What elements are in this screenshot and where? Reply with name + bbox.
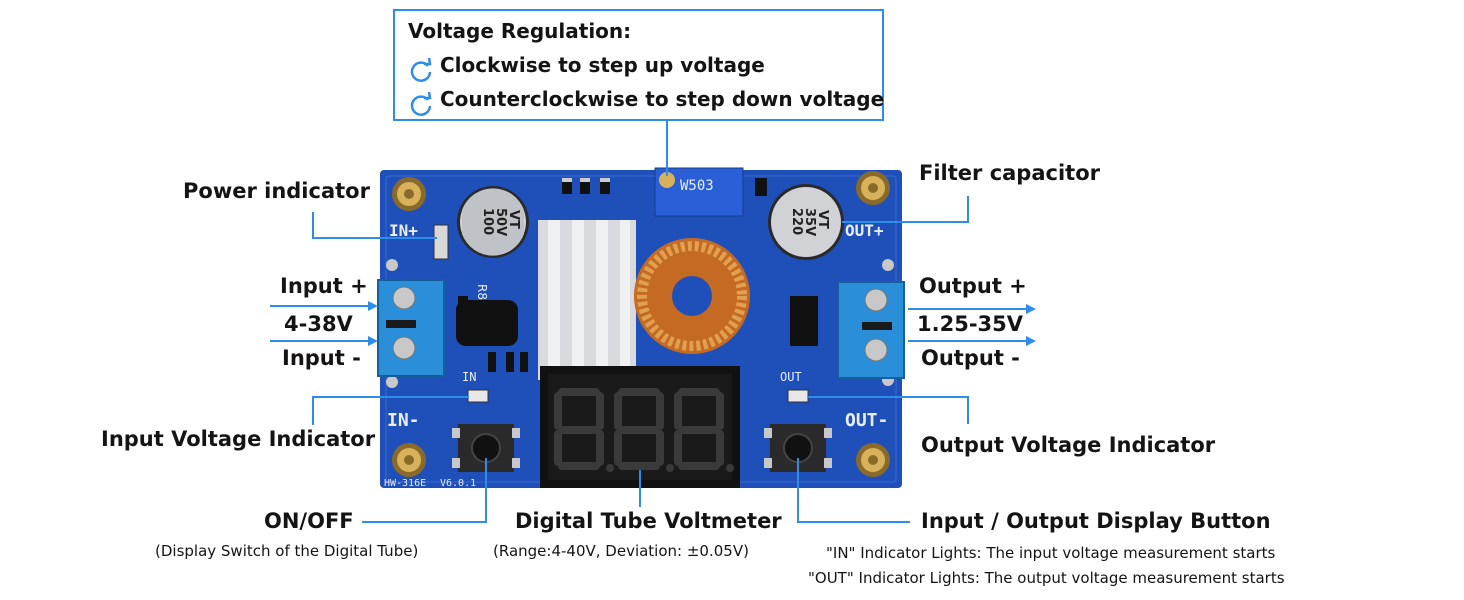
svg-text:HW-316E: HW-316E bbox=[384, 478, 426, 489]
label-input-range: 4-38V bbox=[284, 312, 353, 336]
svg-text:220: 220 bbox=[789, 208, 804, 235]
callout-title: Voltage Regulation: bbox=[408, 19, 632, 43]
callout-clockwise-text: Clockwise to step up voltage bbox=[440, 53, 765, 77]
brass-standoff bbox=[392, 177, 426, 211]
toroid-inductor bbox=[634, 238, 750, 354]
voltage-regulation-callout: Voltage Regulation: Clockwise to step up… bbox=[393, 9, 884, 121]
leader-input-voltage-indicator bbox=[312, 396, 469, 425]
svg-text:50V: 50V bbox=[493, 208, 508, 236]
svg-text:35V: 35V bbox=[802, 208, 817, 236]
svg-text:W503: W503 bbox=[680, 178, 714, 194]
leader-filter-capacitor bbox=[842, 196, 969, 223]
label-input-plus: Input + bbox=[280, 274, 368, 298]
svg-text:OUT: OUT bbox=[780, 370, 802, 384]
silk-in-minus: IN- bbox=[387, 410, 420, 431]
svg-text:VT: VT bbox=[815, 210, 830, 229]
leader-power-indicator bbox=[312, 212, 437, 239]
power-led bbox=[433, 224, 449, 260]
label-filter-capacitor: Filter capacitor bbox=[919, 161, 1100, 185]
on-off-button bbox=[452, 424, 520, 472]
label-input-minus: Input - bbox=[282, 346, 361, 370]
clockwise-arrow-icon bbox=[410, 57, 432, 82]
capacitor-right: 220 35V VT bbox=[768, 184, 844, 260]
silk-out-plus: OUT+ bbox=[845, 221, 884, 240]
brass-standoff bbox=[392, 443, 426, 477]
label-output-plus: Output + bbox=[919, 274, 1027, 298]
input-terminal-block bbox=[377, 279, 445, 377]
silk-out-minus: OUT- bbox=[845, 410, 888, 431]
svg-text:100: 100 bbox=[480, 208, 495, 235]
label-io-note-out: "OUT" Indicator Lights: The output volta… bbox=[808, 569, 1285, 587]
svg-text:V6.0.1: V6.0.1 bbox=[440, 478, 476, 489]
label-io-button: Input / Output Display Button bbox=[921, 509, 1271, 533]
svg-text:IN: IN bbox=[462, 370, 476, 384]
label-io-note-in: "IN" Indicator Lights: The input voltage… bbox=[826, 544, 1276, 562]
leader-io-button bbox=[797, 458, 910, 523]
display-digits bbox=[554, 388, 724, 470]
label-output-minus: Output - bbox=[921, 346, 1020, 370]
silk-in-plus: IN+ bbox=[389, 221, 418, 240]
brass-standoff bbox=[856, 171, 890, 205]
svg-text:VT: VT bbox=[506, 210, 521, 229]
trim-potentiometer: W503 bbox=[654, 167, 744, 217]
counterclockwise-arrow-icon bbox=[410, 91, 432, 116]
label-power-indicator: Power indicator bbox=[183, 179, 370, 203]
label-on-off-sub: (Display Switch of the Digital Tube) bbox=[155, 542, 419, 560]
label-on-off: ON/OFF bbox=[264, 509, 354, 533]
label-output-voltage-indicator: Output Voltage Indicator bbox=[921, 433, 1216, 457]
label-voltmeter: Digital Tube Voltmeter bbox=[515, 509, 782, 533]
leader-on-off bbox=[362, 458, 487, 523]
heatsink bbox=[538, 220, 636, 380]
label-output-range: 1.25-35V bbox=[917, 312, 1024, 336]
callout-counterclockwise-text: Counterclockwise to step down voltage bbox=[440, 87, 885, 111]
capacitor-left: 100 50V VT bbox=[457, 186, 529, 258]
leader-output-voltage-indicator bbox=[808, 396, 969, 424]
label-input-voltage-indicator: Input Voltage Indicator bbox=[101, 427, 376, 451]
brass-standoff bbox=[856, 443, 890, 477]
output-terminal-block bbox=[837, 281, 905, 379]
label-voltmeter-sub: (Range:4-40V, Deviation: ±0.05V) bbox=[493, 542, 749, 560]
svg-text:R8: R8 bbox=[475, 284, 489, 300]
